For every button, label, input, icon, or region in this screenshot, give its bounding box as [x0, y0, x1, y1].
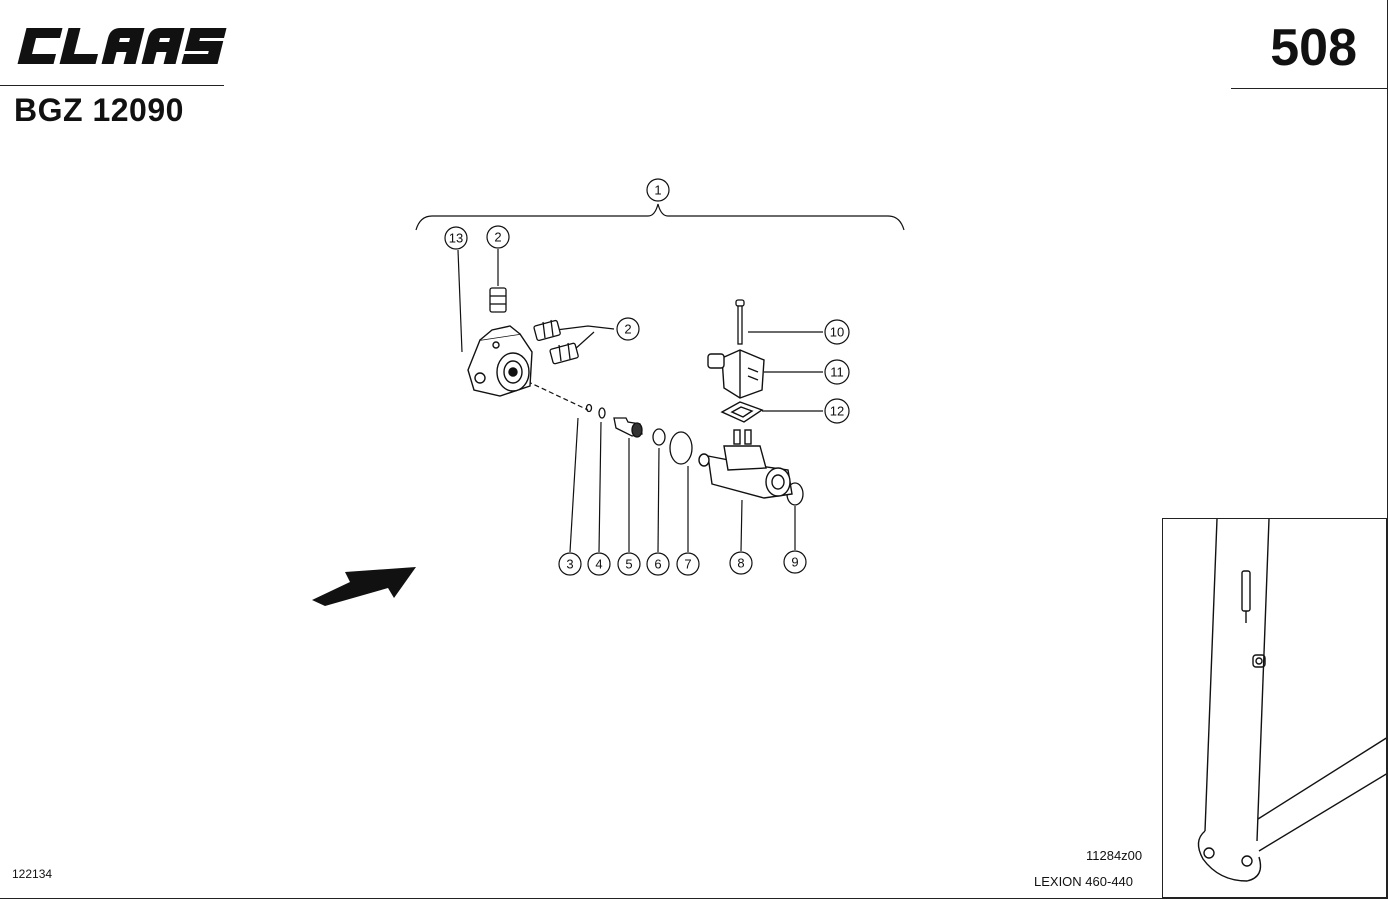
valve-cartridge	[613, 417, 643, 438]
callout-6: 6	[654, 557, 661, 572]
fittings	[489, 287, 579, 365]
callout-circle-1	[646, 178, 670, 202]
leader-4	[598, 421, 602, 553]
callout-circle-5	[617, 552, 641, 576]
inset-hole-right	[1241, 855, 1253, 867]
callout-circle-2a	[486, 225, 510, 249]
callout-13: 13	[449, 231, 463, 246]
leader-2b-bottom	[573, 331, 595, 351]
callout-11: 11	[830, 365, 844, 380]
machine-model: LEXION 460-440	[1034, 874, 1134, 889]
assembly-bracket	[415, 203, 905, 231]
inset-beam-left	[1204, 519, 1218, 832]
page-number: 508	[1270, 19, 1357, 77]
inset-rod	[1241, 570, 1251, 612]
callout-circle-7	[676, 552, 700, 576]
footer-reference: 122134	[12, 867, 53, 881]
callout-5: 5	[625, 557, 632, 572]
callout-3: 3	[566, 557, 573, 572]
header-rule-right	[1231, 88, 1388, 89]
callout-circle-12	[824, 398, 850, 424]
callout-circle-3	[558, 552, 582, 576]
callout-2b: 2	[624, 322, 631, 337]
gasket	[720, 401, 764, 423]
callout-circle-11	[824, 359, 850, 385]
callout-circle-9	[783, 550, 807, 574]
claas-logo	[14, 22, 234, 70]
inset-drawing	[1197, 519, 1386, 882]
inset-strut-top	[1257, 737, 1386, 820]
callout-9: 9	[791, 555, 798, 570]
callout-7: 7	[684, 557, 691, 572]
leader-8	[740, 499, 743, 552]
inset-strut-bottom	[1258, 773, 1386, 852]
callout-4: 4	[595, 557, 602, 572]
callout-circle-10	[824, 319, 850, 345]
header-rule-left	[0, 85, 224, 86]
document-code: BGZ 12090	[14, 92, 184, 128]
exploded-parts-diagram: 1 13 2 2 3 4 5 6 7 8 9 10 11 12	[312, 178, 905, 606]
leader-13	[457, 249, 463, 353]
callout-2a: 2	[494, 230, 501, 245]
callout-8: 8	[737, 556, 744, 571]
callout-1: 1	[654, 183, 661, 198]
inset-hole-left	[1203, 847, 1215, 859]
connector-plug	[707, 349, 765, 399]
inset-valve-mark	[1252, 654, 1266, 668]
leader-2b-top	[555, 325, 615, 331]
valve-body	[467, 325, 533, 397]
drawing-code: 11284z00	[1086, 848, 1143, 863]
callout-12: 12	[830, 404, 844, 419]
callout-circle-6	[646, 552, 670, 576]
callout-circle-8	[729, 551, 753, 575]
leader-3	[569, 417, 579, 553]
solenoid	[698, 429, 793, 499]
callout-circle-2b	[616, 317, 640, 341]
inset-beam-right	[1256, 519, 1270, 842]
callout-circle-13	[444, 226, 468, 250]
inset-beam-end	[1197, 830, 1262, 882]
direction-arrow	[312, 567, 416, 606]
callout-circle-4	[587, 552, 611, 576]
screw	[735, 299, 745, 345]
location-inset	[1162, 518, 1387, 898]
leader-6	[657, 447, 660, 553]
assembly-axis	[519, 377, 589, 411]
callout-10: 10	[830, 325, 844, 340]
